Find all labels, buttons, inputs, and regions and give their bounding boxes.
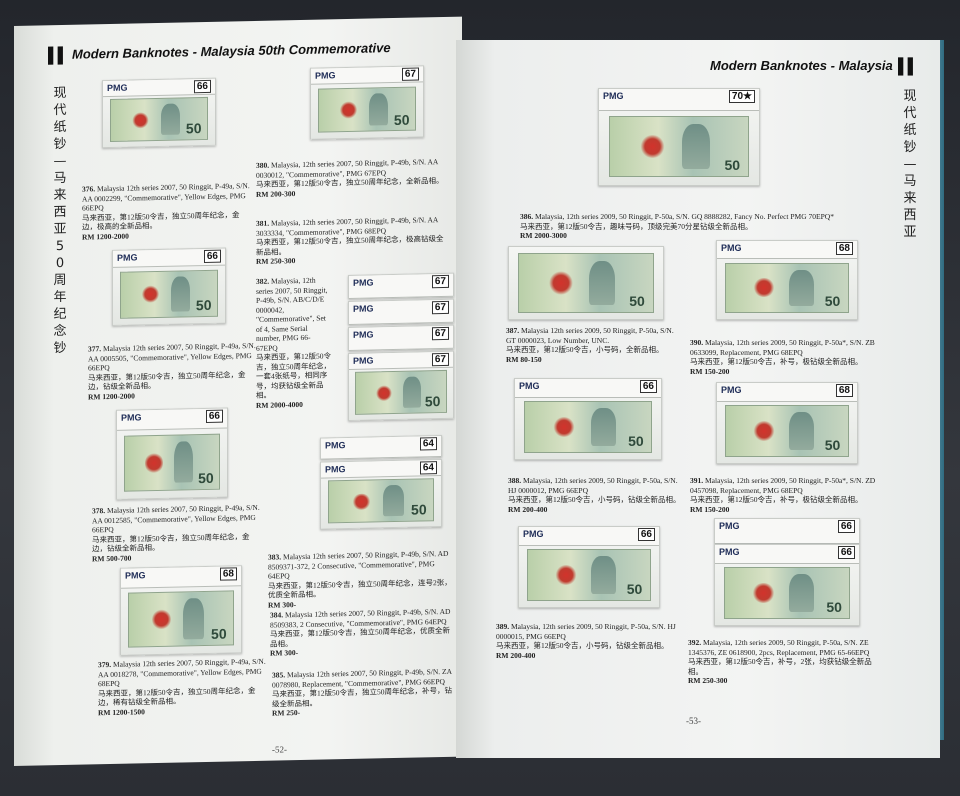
lot-383-caption: 383. Malaysia 12th series 2007, 50 Ringg…	[268, 548, 452, 610]
lot-377-caption: 377. Malaysia 12th series 2007, 50 Ringg…	[88, 340, 256, 401]
right-page-header: Modern Banknotes - Malaysia	[710, 58, 893, 73]
right-side-title: 现代纸钞—马来西亚	[903, 89, 917, 240]
lot-392-caption: 392. Malaysia, 12th series 2009, 50 Ring…	[688, 638, 872, 685]
lot-386-caption: 386. Malaysia, 12th series 2009, 50 Ring…	[520, 212, 834, 240]
left-page-number: -52-	[272, 744, 287, 755]
lot-390-caption: 390. Malaysia, 12th series 2009, 50 Ring…	[690, 338, 875, 376]
left-page-header: Modern Banknotes - Malaysia 50th Commemo…	[72, 40, 391, 62]
right-page: Modern Banknotes - Malaysia ▌▌ 现代纸钞—马来西亚…	[456, 40, 940, 758]
lot-378-caption: 378. Malaysia 12th series 2007, 50 Ringg…	[92, 502, 260, 563]
lot-384-caption: 384. Malaysia 12th series 2007, 50 Ringg…	[270, 606, 451, 658]
left-page: ▌▌ Modern Banknotes - Malaysia 50th Comm…	[14, 16, 462, 767]
lot-391-caption: 391. Malaysia, 12th series 2009, 50 Ring…	[690, 476, 876, 514]
banknote-387: 50	[508, 246, 664, 320]
lot-381-caption: 381. Malaysia, 12th series 2007, 50 Ring…	[256, 215, 444, 266]
lot-387-caption: 387. Malaysia 12th series 2009, 50 Ringg…	[506, 326, 674, 364]
lot-379-caption: 379. Malaysia 12th series 2007, 50 Ringg…	[98, 656, 266, 717]
lot-376-caption: 376. Malaysia 12th series 2007, 50 Ringg…	[82, 181, 250, 242]
header-bar-icon: ▌▌	[48, 46, 68, 65]
right-page-number: -53-	[686, 716, 701, 726]
lot-380-caption: 380. Malaysia, 12th series 2007, 50 Ring…	[256, 157, 444, 199]
left-side-title: 现代纸钞—马来西亚50周年纪念钞	[53, 85, 67, 357]
lot-389-caption: 389. Malaysia, 12th series 2009, 50 Ring…	[496, 622, 676, 660]
lot-385-caption: 385. Malaysia 12th series 2007, 50 Ringg…	[272, 666, 452, 718]
lot-382-caption: 382. Malaysia, 12th series 2007, 50 Ring…	[256, 275, 331, 410]
lot-388-caption: 388. Malaysia, 12th series 2009, 50 Ring…	[508, 476, 681, 514]
header-bar-icon: ▌▌	[898, 58, 918, 75]
